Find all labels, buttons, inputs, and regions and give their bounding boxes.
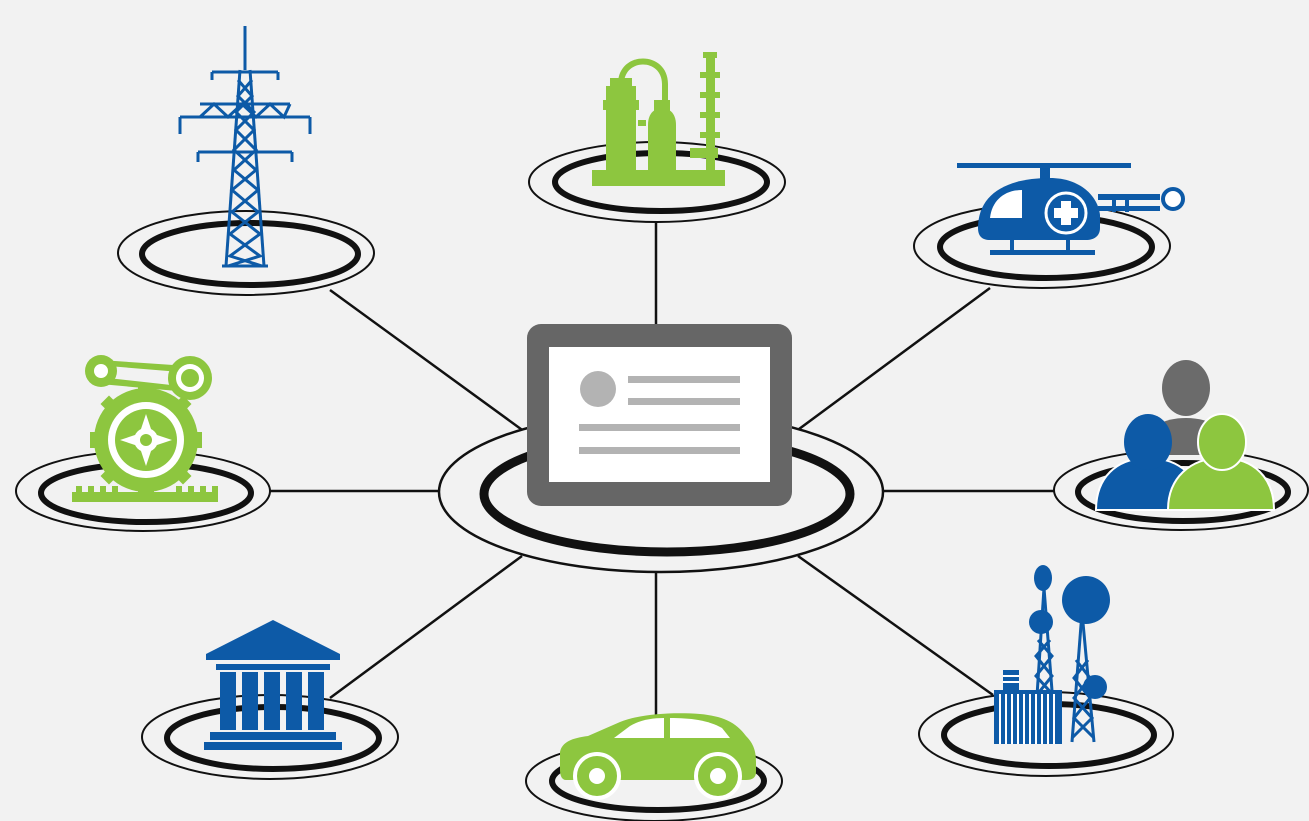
people-group-icon bbox=[1094, 360, 1276, 511]
node-ring-inner bbox=[139, 220, 361, 288]
node-government bbox=[141, 620, 399, 780]
telecom-towers-icon bbox=[994, 565, 1110, 744]
node-telecom bbox=[918, 565, 1174, 777]
central-hub bbox=[437, 324, 885, 574]
connector-telecom bbox=[797, 554, 994, 697]
gear-machinery-icon bbox=[72, 355, 218, 502]
node-refinery bbox=[528, 52, 786, 223]
node-power-grid bbox=[117, 26, 375, 296]
node-vehicle bbox=[525, 713, 783, 821]
connector-government bbox=[329, 554, 523, 700]
connector-power-grid bbox=[329, 288, 526, 434]
tablet-document-icon bbox=[527, 324, 792, 506]
medical-helicopter-icon bbox=[957, 163, 1185, 255]
refinery-plant-icon bbox=[592, 52, 725, 186]
government-building-icon bbox=[204, 620, 342, 750]
connector-lines bbox=[270, 222, 1055, 744]
transmission-tower-icon bbox=[178, 26, 312, 268]
node-people bbox=[1053, 360, 1309, 531]
car-icon bbox=[560, 713, 756, 800]
node-ring-inner bbox=[1075, 460, 1291, 524]
node-manufacturing bbox=[15, 355, 271, 532]
node-medical-helicopter bbox=[913, 163, 1185, 289]
connector-helicopter bbox=[794, 286, 991, 434]
